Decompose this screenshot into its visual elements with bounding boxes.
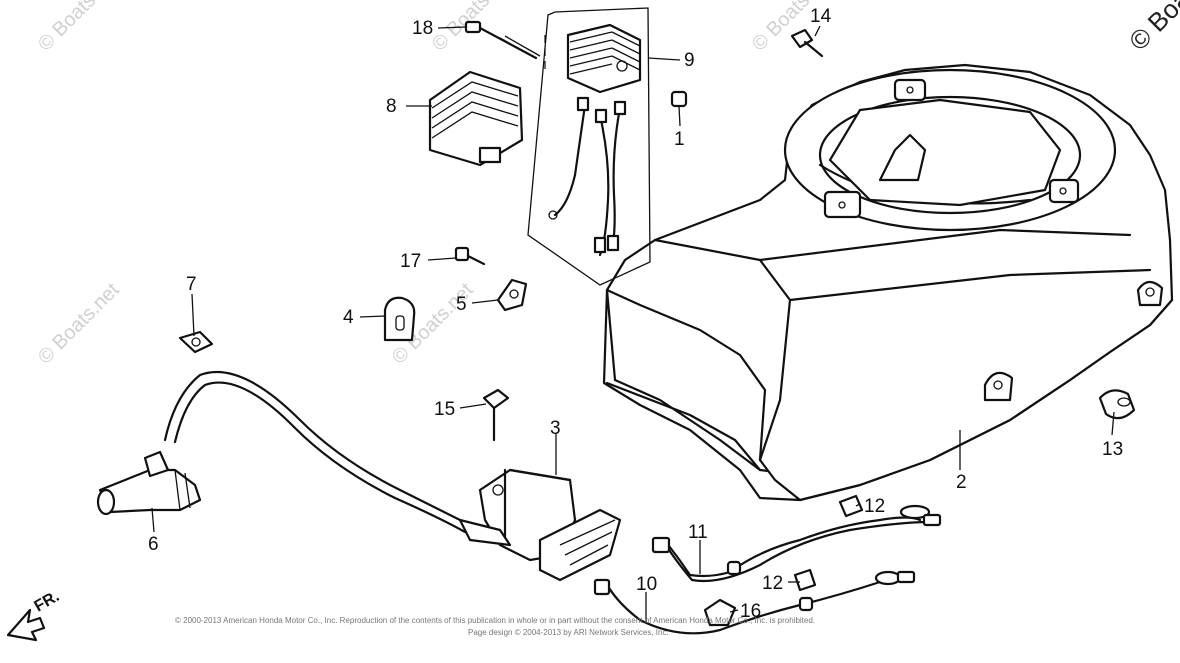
screw-part — [454, 246, 486, 266]
callout-18: 18 — [412, 18, 433, 39]
callout-1: 1 — [674, 129, 685, 150]
front-label: FR. — [32, 588, 63, 616]
ignition-coil-part — [96, 370, 622, 582]
callout-15: 15 — [434, 399, 455, 420]
collar-part — [670, 90, 688, 108]
callout-4: 4 — [343, 307, 354, 328]
wire-harness-part — [593, 494, 942, 635]
regulator-part — [428, 70, 524, 167]
callout-11: 11 — [688, 522, 708, 543]
flange-bolt-part — [790, 28, 824, 58]
watermark: © Boats.net — [34, 0, 124, 56]
callout-2: 2 — [956, 472, 967, 493]
copyright-line-2: Page design © 2004-2013 by ARI Network S… — [468, 628, 669, 637]
wire-clip-part — [178, 330, 214, 354]
callout-16: 16 — [740, 601, 761, 622]
callout-labels: 18 14 8 9 1 17 5 4 7 15 3 2 13 6 11 12 1… — [148, 6, 1123, 622]
callout-8: 8 — [386, 96, 397, 117]
watermark: © Boats.net — [34, 279, 124, 369]
callout-12-upper: 12 — [864, 496, 885, 517]
callout-13: 13 — [1102, 439, 1123, 460]
callout-12-lower: 12 — [762, 573, 783, 594]
copyright-notice: © 2000-2013 American Honda Motor Co., In… — [175, 616, 815, 637]
regulator-rectifier-assembly — [527, 7, 651, 286]
clamp-part — [496, 278, 528, 312]
bolt-15-part — [482, 388, 510, 442]
rubber-grommet-part — [1098, 389, 1136, 420]
callout-5: 5 — [456, 294, 467, 315]
grommet-part — [383, 296, 416, 342]
callout-9: 9 — [684, 50, 695, 71]
callout-17: 17 — [400, 251, 421, 272]
fan-cover-part — [602, 63, 1174, 502]
copyright-line-1: © 2000-2013 American Honda Motor Co., In… — [175, 616, 815, 625]
corner-watermark: © Boats — [1123, 0, 1180, 56]
callout-7: 7 — [186, 274, 197, 295]
callout-10: 10 — [636, 574, 657, 595]
callout-6: 6 — [148, 534, 159, 555]
callout-3: 3 — [550, 418, 561, 439]
callout-14: 14 — [810, 6, 832, 27]
bolt-part — [464, 20, 541, 60]
leader-lines — [151, 25, 1115, 622]
front-direction-indicator: FR. — [6, 588, 63, 642]
